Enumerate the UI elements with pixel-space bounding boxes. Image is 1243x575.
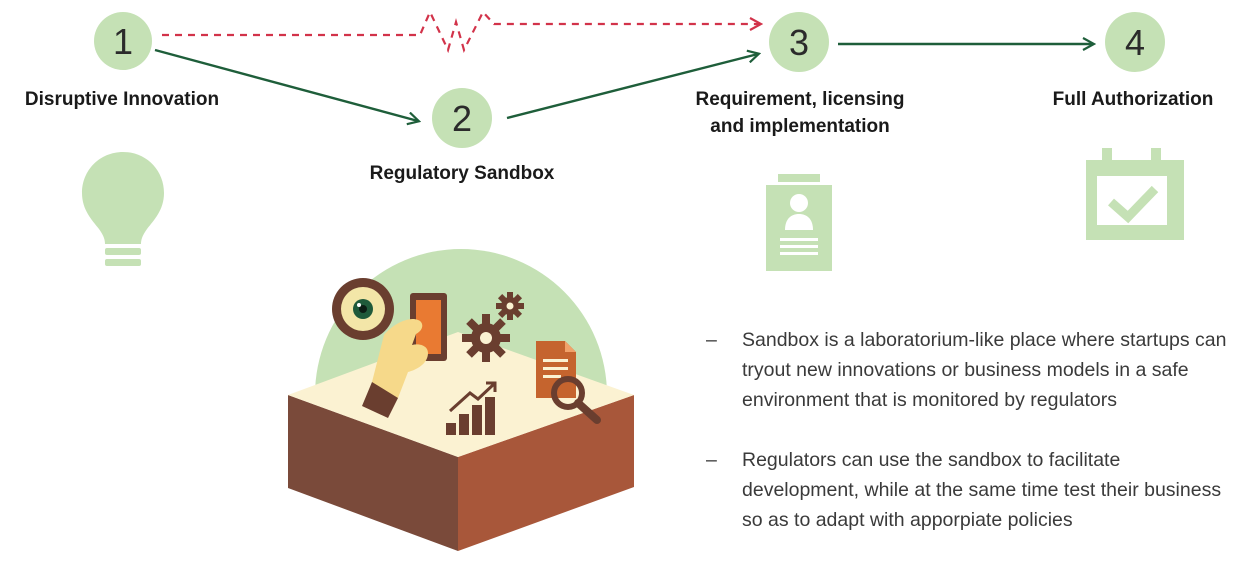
step-3-label: Requirement, licensing and implementatio…	[660, 86, 940, 140]
dashed-bypass-arrow	[162, 9, 760, 54]
step-3-label-line-2: and implementation	[710, 116, 890, 137]
sandbox-illustration	[288, 249, 634, 551]
step-4-label: Full Authorization	[1052, 89, 1214, 110]
calendar-check-icon	[1086, 148, 1184, 240]
id-badge-icon	[766, 174, 832, 271]
step-2-label: Regulatory Sandbox	[369, 163, 555, 184]
step-4-circle: 4	[1105, 12, 1165, 72]
arrow-2-to-3	[506, 54, 758, 120]
step-2-circle: 2	[432, 88, 492, 148]
note-item: – Regulators can use the sandbox to faci…	[706, 445, 1236, 535]
lightbulb-icon	[82, 152, 164, 266]
step-4-number: 4	[1125, 22, 1145, 63]
note-item: – Sandbox is a laboratorium-like place w…	[706, 325, 1236, 415]
arrow-1-to-2	[154, 48, 418, 121]
step-1-number: 1	[113, 21, 133, 62]
step-3-number: 3	[789, 22, 809, 63]
note-text: Regulators can use the sandbox to facili…	[742, 449, 1222, 531]
note-text: Sandbox is a laboratorium-like place whe…	[742, 329, 1227, 411]
step-3-label-line-1: Requirement, licensing	[695, 89, 905, 110]
step-2-number: 2	[452, 98, 472, 139]
step-1-circle: 1	[94, 12, 152, 70]
notes-list: – Sandbox is a laboratorium-like place w…	[706, 325, 1236, 565]
note-bullet: –	[706, 449, 717, 471]
note-bullet: –	[706, 329, 717, 351]
step-1-label: Disruptive Innovation	[24, 89, 220, 110]
step-3-circle: 3	[769, 12, 829, 72]
